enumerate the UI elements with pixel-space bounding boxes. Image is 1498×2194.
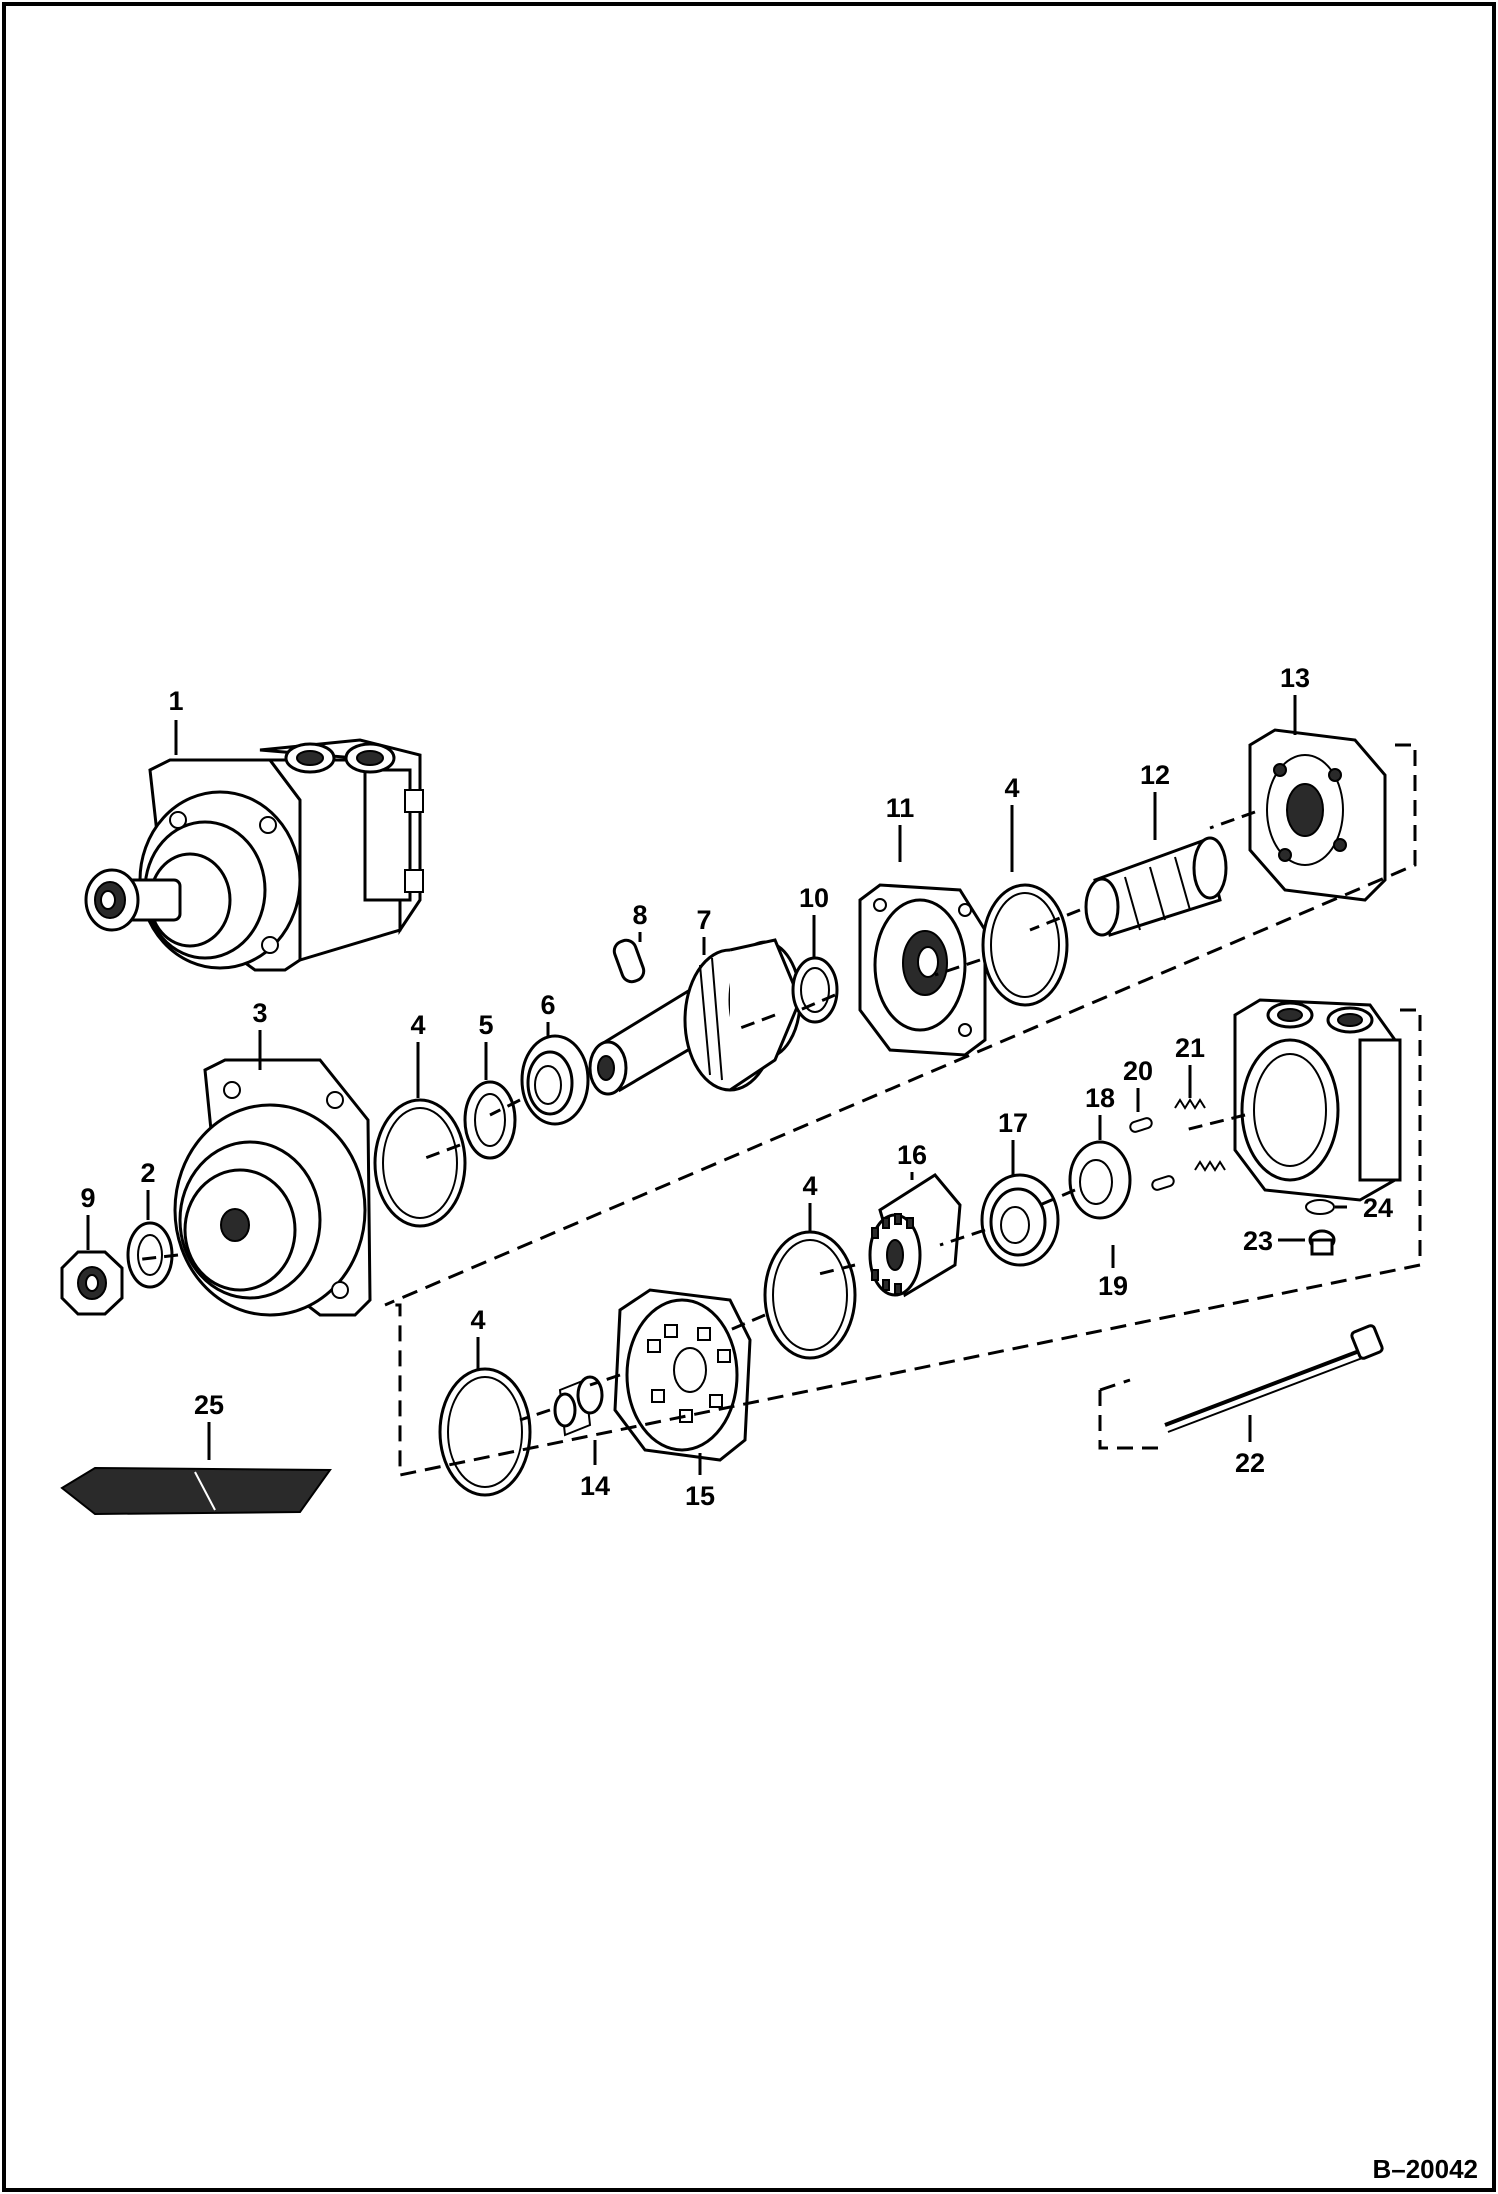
lower-group-box	[390, 1008, 1422, 1477]
check-ball-pin-upper	[1129, 1117, 1153, 1133]
upper-group-box	[384, 743, 1417, 1307]
callout-23: 23	[1243, 1226, 1273, 1256]
callout-19: 19	[1098, 1271, 1128, 1301]
callout-17: 17	[998, 1108, 1028, 1138]
callout-4-lower: 4	[470, 1305, 485, 1335]
seal-kit	[60, 1466, 332, 1516]
callout-18: 18	[1085, 1083, 1115, 1113]
drive-link	[1084, 836, 1228, 937]
callout-20: 20	[1123, 1056, 1153, 1086]
callout-24: 24	[1363, 1193, 1393, 1223]
bearing	[520, 1034, 590, 1126]
assembly-axis-upper	[734, 810, 1256, 1032]
callout-16: 16	[897, 1140, 927, 1170]
callout-4-upper-left: 4	[410, 1010, 425, 1040]
assembly-axis-lower	[519, 1113, 1246, 1422]
cap-screw	[1164, 1324, 1384, 1433]
callout-labels: 1 3 9 2 4 5 6 8 7 10 11 4 12 13 20 21 18…	[80, 663, 1393, 1511]
callout-11: 11	[886, 793, 915, 823]
callout-8: 8	[632, 900, 647, 930]
callout-25: 25	[194, 1390, 224, 1420]
callout-4-upper-right: 4	[1004, 773, 1019, 803]
plug-seal	[1305, 1199, 1335, 1215]
callout-9: 9	[80, 1183, 95, 1213]
spring-upper	[1174, 1098, 1206, 1110]
geroler-plate	[613, 1288, 752, 1462]
plug	[1308, 1229, 1336, 1256]
output-shaft	[588, 938, 802, 1096]
callout-12: 12	[1140, 760, 1170, 790]
end-cap	[1248, 728, 1387, 902]
balance-ring	[980, 1173, 1060, 1267]
castle-nut	[60, 1250, 124, 1316]
leader-lines	[86, 695, 1347, 1475]
spring-lower	[1194, 1160, 1226, 1172]
shaft-seal-inner	[137, 1234, 163, 1276]
motor-assembly	[84, 738, 424, 972]
callout-15: 15	[685, 1481, 715, 1511]
callout-7: 7	[696, 905, 711, 935]
callout-2: 2	[140, 1158, 155, 1188]
check-ball-pin-lower	[1151, 1175, 1175, 1191]
motor-housing	[173, 1058, 372, 1317]
callout-1: 1	[168, 686, 183, 716]
callout-6: 6	[540, 990, 555, 1020]
valve-drive	[553, 1375, 604, 1437]
bearing-plate	[858, 883, 987, 1057]
valve-housing	[1233, 998, 1402, 1202]
figure-reference: B–20042	[1372, 2154, 1478, 2184]
callout-13: 13	[1280, 663, 1310, 693]
callout-10: 10	[799, 883, 829, 913]
screw-box	[1098, 1378, 1160, 1450]
callout-21: 21	[1175, 1033, 1205, 1063]
callout-4-middle: 4	[802, 1171, 817, 1201]
shaft-key	[612, 938, 646, 984]
rotary-valve	[868, 1173, 962, 1298]
callout-3: 3	[252, 998, 267, 1028]
callout-5: 5	[478, 1010, 493, 1040]
callout-22: 22	[1235, 1448, 1265, 1478]
assembly-axis-left	[134, 1098, 521, 1262]
callout-14: 14	[580, 1471, 610, 1501]
valve-plate	[1068, 1140, 1132, 1220]
